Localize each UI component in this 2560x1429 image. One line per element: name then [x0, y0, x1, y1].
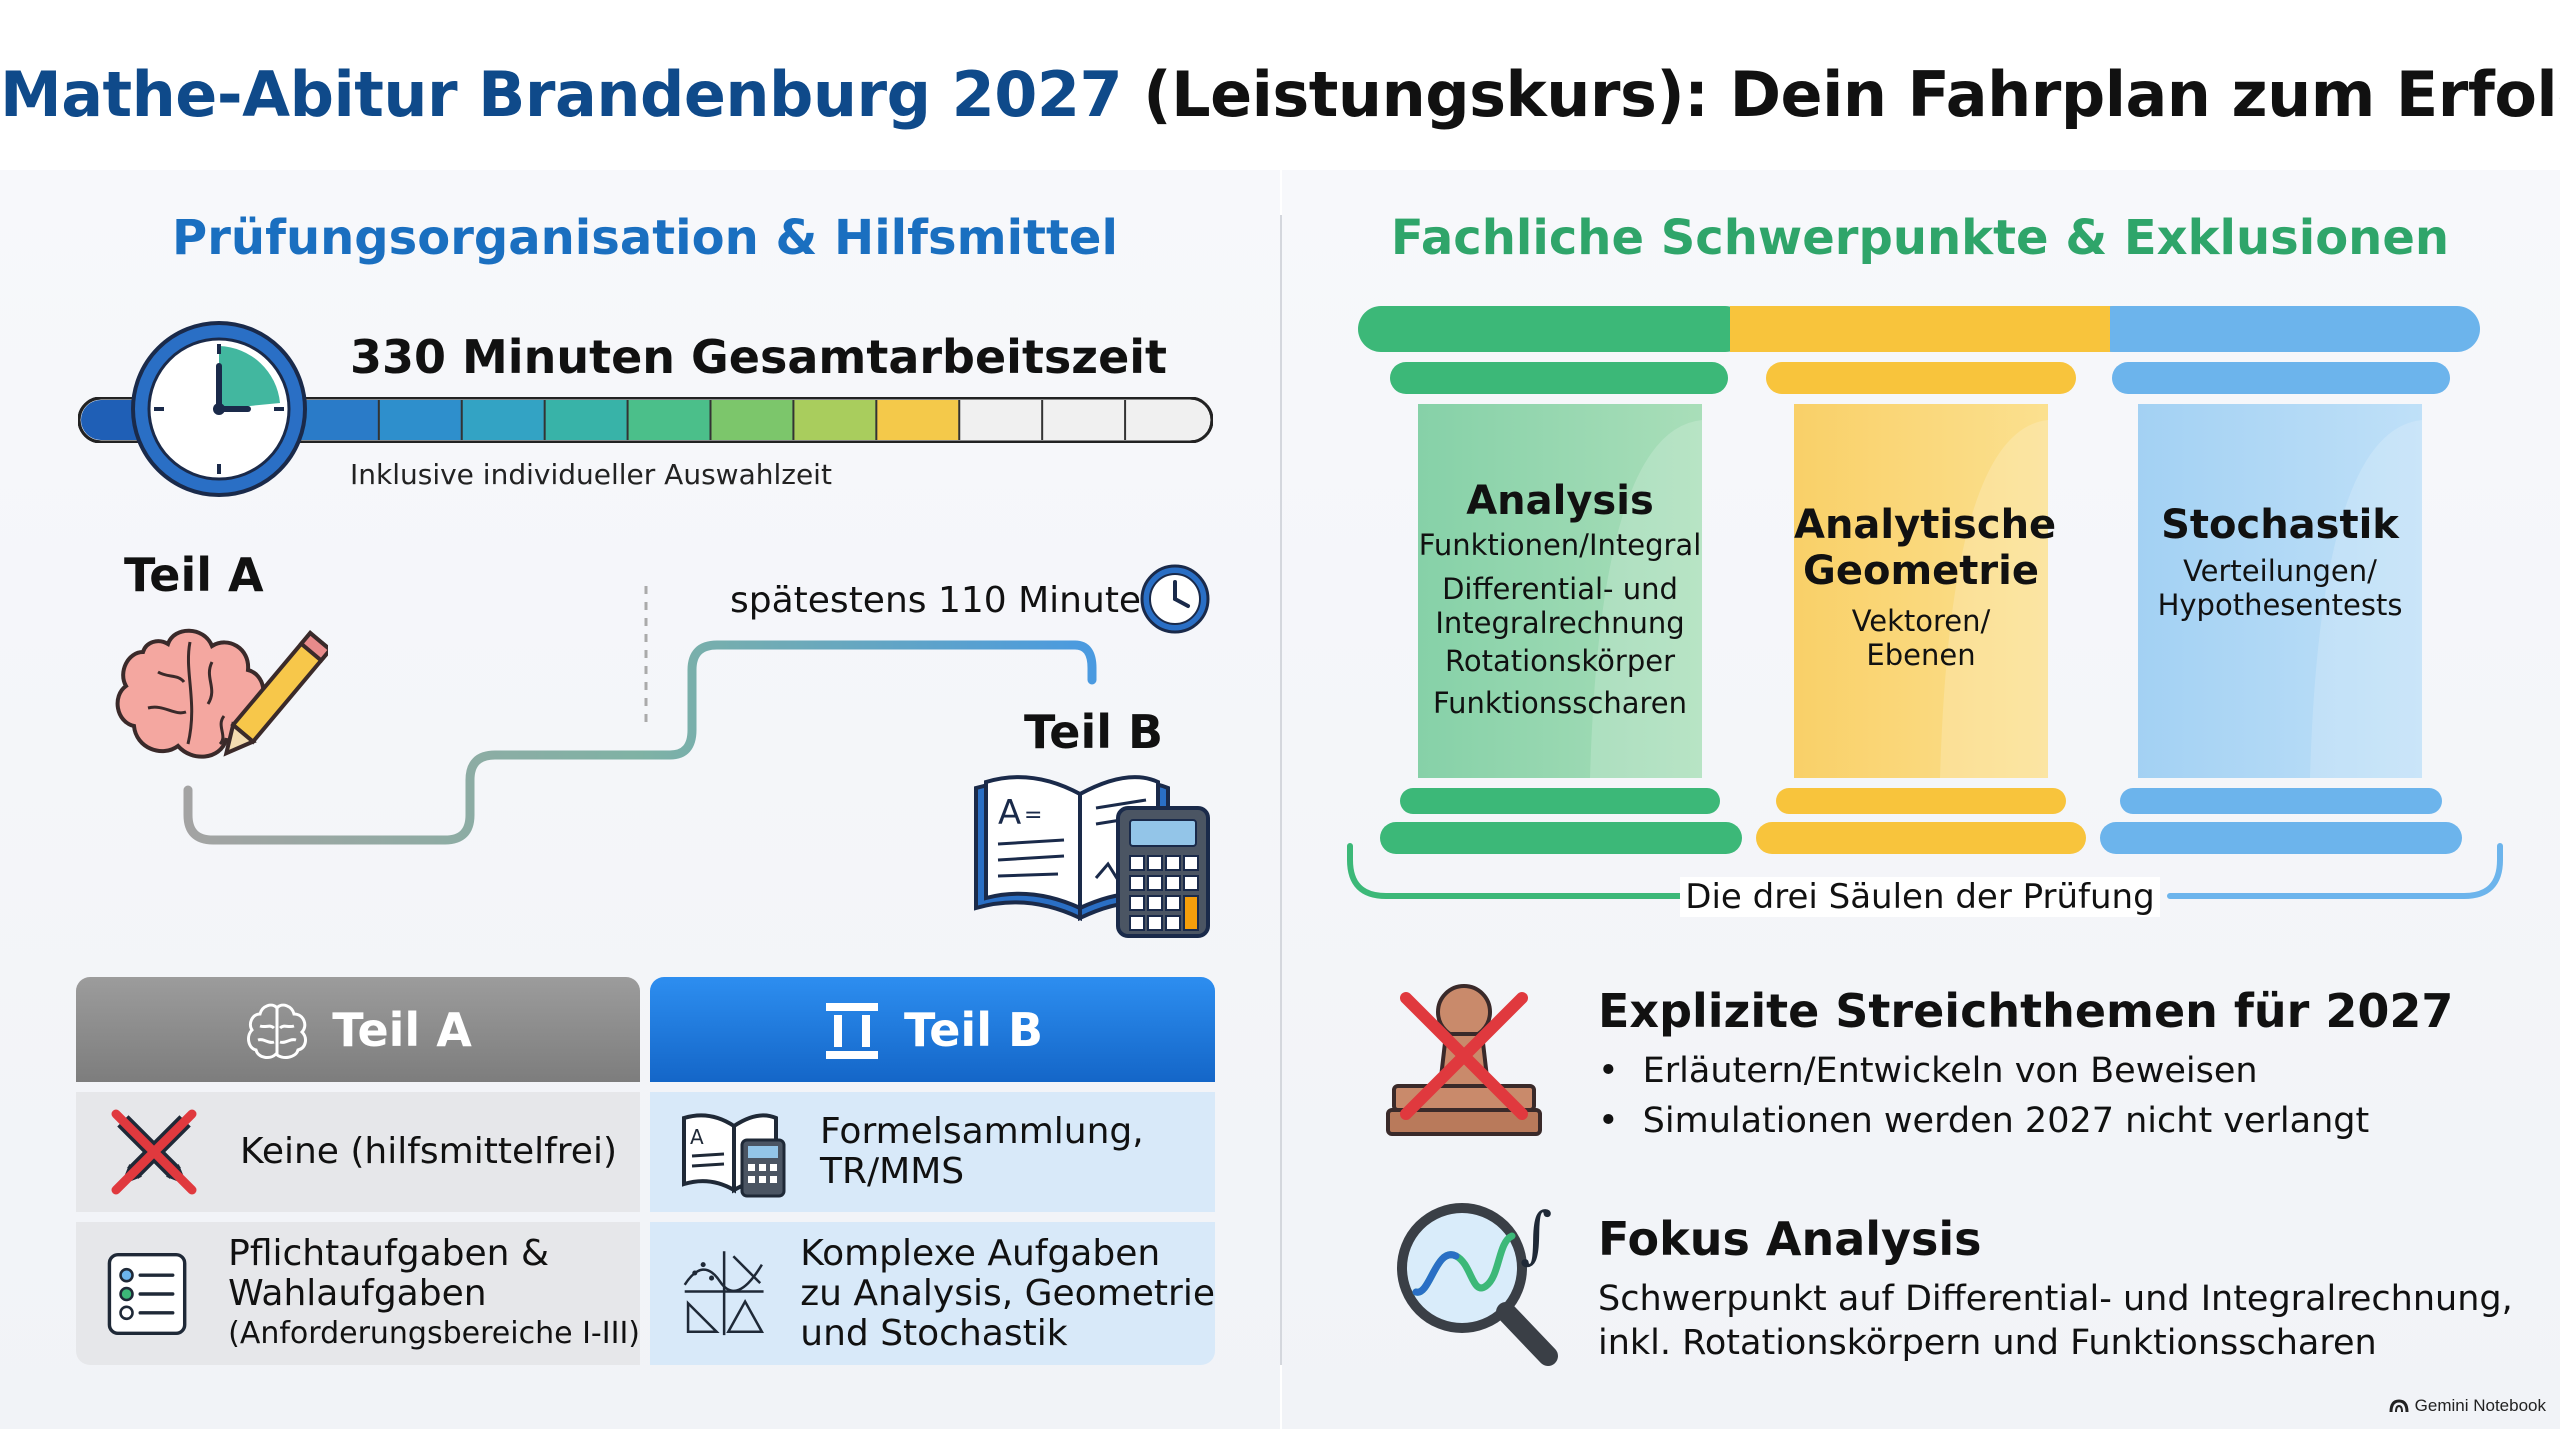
pillar-analysis-item: Funktionen/Integral: [1418, 528, 1702, 562]
pillar-geometry-item: Ebenen: [1866, 638, 1976, 672]
table-cell-a2-line3: (Anforderungsbereiche I-III): [228, 1315, 640, 1351]
page-title: Mathe-Abitur Brandenburg 2027 (Leistungs…: [0, 58, 2560, 131]
pillar-stochastics-item: Hypothesentests: [2157, 588, 2403, 622]
page-title-part1: Mathe-Abitur Brandenburg 2027: [0, 58, 1123, 131]
time-bar-segment: [876, 400, 960, 440]
clock-icon: [131, 321, 307, 497]
exclusions-list: •Erläutern/Entwickeln von Beweisen •Simu…: [1598, 1048, 2369, 1144]
magnifier-graph-icon: ∫: [1397, 1198, 1558, 1366]
total-time-subtext: Inklusive individueller Auswahlzeit: [350, 458, 832, 491]
exclusions-item-text: Erläutern/Entwickeln von Beweisen: [1642, 1051, 2258, 1091]
svg-text:∫: ∫: [1520, 1198, 1552, 1271]
table-cell-a2-text: Pflichtaufgaben & Wahlaufgaben (Anforder…: [228, 1232, 640, 1354]
table-cell-a1-text: Keine (hilfsmittelfrei): [240, 1131, 617, 1172]
table-cell-a1: Keine (hilfsmittelfrei): [76, 1092, 640, 1212]
pillar-analysis-item: Integralrechnung: [1435, 606, 1685, 640]
pillar-geometry-title-line1: Analytische: [1794, 502, 2057, 548]
table-header-part-b-label: Teil B: [903, 1002, 1044, 1057]
exclusions-item-text: Simulationen werden 2027 nicht verlangt: [1642, 1101, 2370, 1141]
table-cell-a2: Pflichtaufgaben & Wahlaufgaben (Anforder…: [76, 1222, 640, 1365]
pillar-stochastics-item: Verteilungen/: [2183, 554, 2377, 588]
exclusions-item: •Erläutern/Entwickeln von Beweisen: [1598, 1048, 2369, 1094]
pillar-stochastics: Stochastik Verteilungen/ Hypothesentests: [2138, 502, 2422, 622]
svg-text:A: A: [690, 1125, 704, 1149]
checklist-icon: [107, 1252, 187, 1335]
table-cell-b2-text: Komplexe Aufgaben zu Analysis, Geometrie…: [800, 1232, 1215, 1354]
table-cell-b1-line1: Formelsammlung,: [820, 1111, 1144, 1152]
footer-brand: Gemini Notebook: [2389, 1396, 2546, 1416]
pillar-geometry-title-line2: Geometrie: [1803, 548, 2039, 594]
table-cell-b1-line2: TR/MMS: [820, 1151, 965, 1192]
table-cell-b2-line1: Komplexe Aufgaben: [800, 1232, 1161, 1274]
pillar-analysis-item: Rotationskörper: [1445, 644, 1675, 678]
pillar-geometry-item: Vektoren/: [1851, 604, 1991, 638]
pillar-stochastics-title: Stochastik: [2161, 502, 2399, 548]
small-clock-icon: [1140, 564, 1210, 634]
pillar-analysis-item: Differential- und: [1442, 572, 1678, 606]
pillar-analysis-item: Funktionsscharen: [1432, 686, 1688, 720]
pillars-caption: Die drei Säulen der Prüfung: [1680, 877, 2160, 917]
right-section-title: Fachliche Schwerpunkte & Exklusionen: [1390, 210, 2450, 266]
part-b-label: Teil B: [1024, 705, 1164, 759]
no-tools-icon: [111, 1109, 197, 1195]
gemini-logo-icon: [2389, 1399, 2409, 1413]
exclusions-item: •Simulationen werden 2027 nicht verlangt: [1598, 1098, 2369, 1144]
column-divider: [1280, 215, 1282, 1365]
time-bar-segment: [295, 400, 379, 440]
exclusions-title: Explizite Streichthemen für 2027: [1598, 984, 2454, 1038]
time-bar-segment: [1042, 400, 1126, 440]
time-bar-segment: [793, 400, 877, 440]
time-bar-segment: [959, 400, 1043, 440]
brain-pencil-icon: [115, 628, 328, 759]
three-pillars-graphic: [1347, 306, 2503, 899]
page-title-part2: (Leistungskurs): Dein Fahrplan zum Erfol…: [1143, 58, 2560, 131]
left-section-title: Prüfungsorganisation & Hilfsmittel: [172, 210, 1118, 266]
pillar-geometry: Analytische Geometrie Vektoren/ Ebenen: [1794, 502, 2057, 672]
time-bar-segment: [710, 400, 794, 440]
table-header-part-a-label: Teil A: [332, 1002, 472, 1057]
time-bar-segment: [378, 400, 462, 440]
brain-outline-icon: [247, 1003, 308, 1059]
table-header-part-b: Teil B: [650, 977, 1215, 1082]
book-calculator-icon: A =: [974, 775, 1210, 938]
table-cell-a2-line2: Wahlaufgaben: [228, 1272, 487, 1314]
table-cell-b2-line3: und Stochastik: [800, 1312, 1068, 1354]
stepped-path: [183, 586, 1097, 845]
table-cell-b2: Komplexe Aufgaben zu Analysis, Geometrie…: [650, 1222, 1215, 1365]
focus-line2: inkl. Rotationskörpern und Funktionsscha…: [1598, 1323, 2377, 1363]
time-bar-segment: [1125, 400, 1208, 440]
math-topics-icon: [683, 1250, 765, 1335]
table-cell-b1-text: Formelsammlung, TR/MMS: [820, 1112, 1144, 1192]
svg-text:=: =: [1024, 803, 1042, 828]
formula-book-icon: A: [682, 1113, 786, 1198]
time-bar-segment: [627, 400, 711, 440]
time-bar-segment: [544, 400, 628, 440]
part-b-time-label: spätestens 110 Minuten: [730, 580, 1164, 621]
svg-text:A: A: [998, 793, 1021, 833]
table-cell-b1: A Formelsammlung, TR/MMS: [650, 1092, 1215, 1212]
total-time-label: 330 Minuten Gesamtarbeitszeit: [350, 330, 1168, 384]
focus-line1: Schwerpunkt auf Differential- und Integr…: [1598, 1279, 2513, 1319]
pillar-analysis: Analysis Funktionen/Integral Differentia…: [1418, 478, 1702, 724]
pillar-icon: [825, 1002, 878, 1059]
footer-text: Gemini Notebook: [2414, 1396, 2546, 1415]
pillar-analysis-title: Analysis: [1466, 478, 1654, 524]
time-bar-segment: [461, 400, 545, 440]
focus-title: Fokus Analysis: [1598, 1212, 1982, 1266]
stamp-cross-icon: [1386, 984, 1542, 1136]
table-header-part-a: Teil A: [76, 977, 640, 1082]
table-cell-b2-line2: zu Analysis, Geometrie: [800, 1272, 1215, 1314]
table-cell-a2-line1: Pflichtaufgaben &: [228, 1232, 550, 1274]
part-a-label: Teil A: [124, 548, 264, 602]
